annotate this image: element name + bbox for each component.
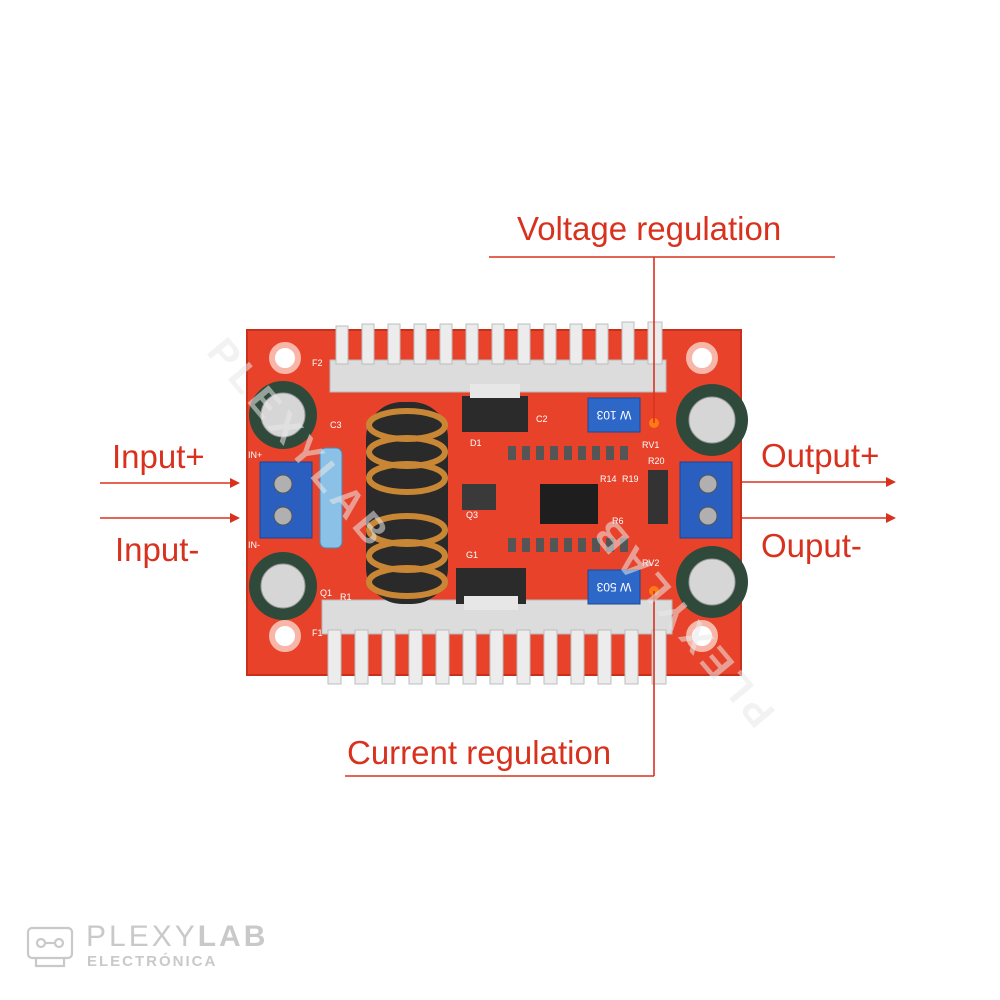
silk-r1: R1	[340, 592, 352, 602]
silk-c3: C3	[330, 420, 342, 430]
silk-d1: D1	[470, 438, 482, 448]
input-neg-arrowhead	[230, 513, 240, 523]
input-terminal	[259, 461, 313, 539]
brand-name: PLEXYLAB	[86, 922, 268, 952]
silk-q3: Q3	[466, 510, 478, 520]
silk-in-pos: IN+	[248, 450, 262, 460]
mosfet-top	[462, 396, 528, 432]
output-neg-arrowhead	[886, 513, 896, 523]
silk-r6: R6	[612, 516, 624, 526]
output-positive-label: Output+	[761, 437, 880, 474]
mounting-holes	[269, 342, 718, 652]
silk-g1: G1	[466, 550, 478, 560]
silk-q1: Q1	[320, 588, 332, 598]
silk-r20: R20	[648, 456, 665, 466]
input-pos-arrowhead	[230, 478, 240, 488]
fuse	[319, 447, 343, 549]
output-negative-label: Ouput-	[761, 527, 862, 564]
silk-r19: R19	[622, 474, 639, 484]
silk-f2: F2	[312, 358, 323, 368]
ic-chip	[540, 484, 598, 524]
capacitors	[249, 381, 748, 620]
brand-watermark: PLEXYLAB ELECTRÓNICA	[24, 922, 265, 974]
silkscreen: F2 C3 D1 C2 RV1 R20 IN+ IN- R14 R19 Q3 R…	[248, 358, 665, 638]
silk-in-neg: IN-	[248, 540, 260, 550]
brand-name-first: PLEXY	[86, 920, 198, 953]
smd-components	[462, 446, 668, 552]
brand-tagline: ELECTRÓNICA	[87, 953, 218, 970]
voltage-regulation-label: Voltage regulation	[517, 210, 782, 247]
output-terminal	[679, 461, 733, 539]
brand-name-second: LAB	[197, 920, 269, 953]
pot-voltage	[587, 397, 641, 433]
current-regulation-label: Current regulation	[347, 734, 612, 771]
silk-rv1: RV1	[642, 440, 659, 450]
silk-c2: C2	[536, 414, 548, 424]
bottom-heatsink	[321, 599, 673, 685]
pot-current-label: W 503	[596, 580, 631, 594]
output-pos-arrowhead	[886, 477, 896, 487]
pot-voltage-label: W 103	[596, 408, 631, 422]
input-negative-label: Input-	[115, 531, 200, 568]
silk-f1: F1	[312, 628, 323, 638]
inductor	[366, 402, 448, 604]
pot-current	[587, 569, 641, 605]
brand-logo-icon	[26, 926, 74, 968]
input-positive-label: Input+	[112, 438, 205, 475]
silk-rv2: RV2	[642, 558, 659, 568]
silk-r14: R14	[600, 474, 617, 484]
